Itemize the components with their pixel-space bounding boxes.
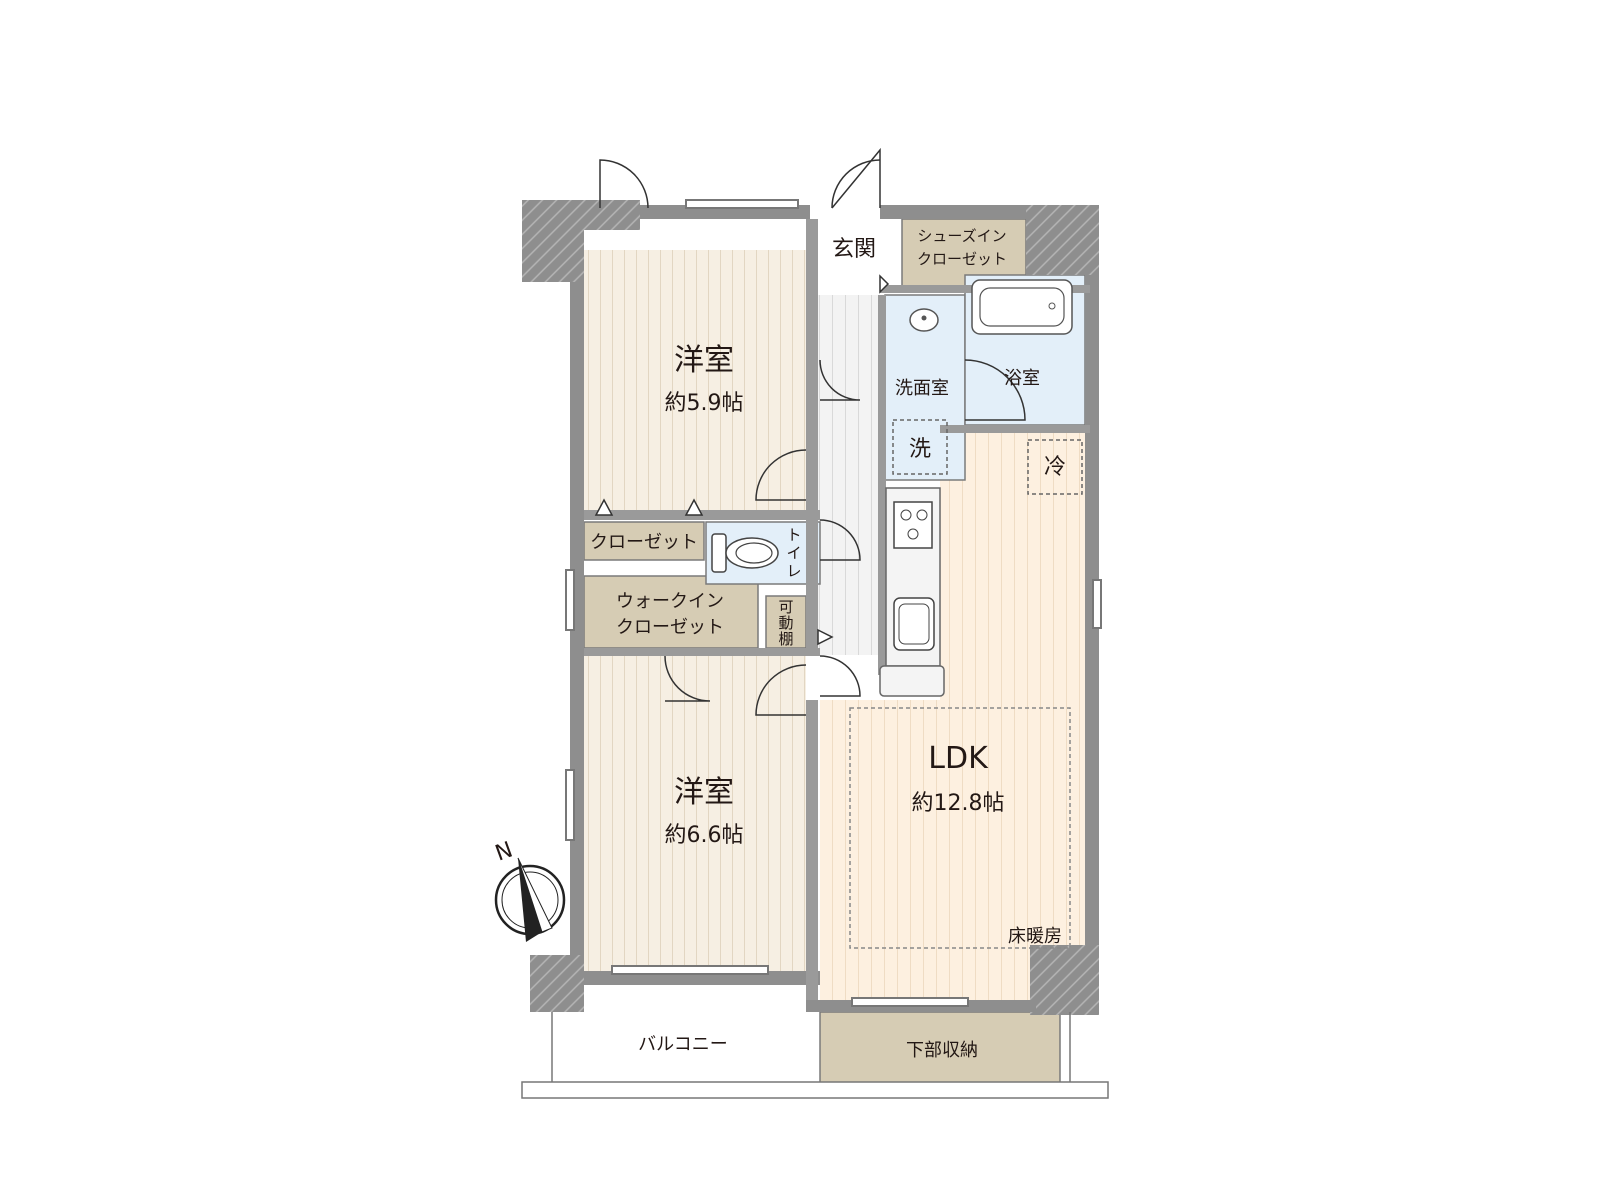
toilet-label-1: ト — [786, 526, 801, 544]
western-room-2-name: 洋室 — [674, 775, 734, 810]
windows — [565, 199, 1102, 1007]
walk-in-closet-label-1: ウォークイン — [616, 591, 724, 612]
closet-label: クローゼット — [590, 532, 698, 553]
entrance-floor — [818, 219, 890, 295]
movable-shelf-label-2: 動 — [778, 614, 793, 632]
hallway-floor — [818, 295, 878, 655]
entrance-label: 玄関 — [832, 237, 876, 262]
toilet-label-2: イ — [786, 544, 801, 562]
shoes-in-closet-label-1: シューズイン — [917, 227, 1006, 245]
sink-icon — [893, 597, 935, 651]
floor-heating-area — [849, 707, 1071, 949]
door-markers — [594, 274, 890, 646]
under-storage — [819, 1011, 1061, 1087]
movable-shelf-label-3: 棚 — [778, 630, 793, 648]
western-room-1-floor — [584, 250, 806, 510]
wash-basin-icon — [909, 308, 939, 332]
fridge-label: 冷 — [1044, 455, 1066, 480]
balcony — [521, 1012, 1109, 1099]
fridge-space — [1027, 439, 1083, 495]
washer-space — [892, 419, 948, 475]
floor-heating-label: 床暖房 — [1008, 926, 1062, 947]
compass-icon: N — [492, 838, 566, 942]
walk-in-closet — [583, 575, 759, 649]
western-room-1-size: 約5.9帖 — [665, 391, 744, 416]
ldk-floor — [820, 432, 1085, 1000]
kitchen-counter — [879, 487, 945, 697]
washer-label: 洗 — [909, 437, 931, 462]
compass-north-label: N — [492, 838, 516, 867]
walk-in-closet-label-2: クローゼット — [616, 617, 724, 638]
closet — [583, 521, 705, 561]
ldk-name: LDK — [928, 741, 989, 776]
western-room-2-floor — [584, 656, 806, 971]
ldk-size: 約12.8帖 — [912, 791, 1005, 816]
washroom-label: 洗面室 — [895, 378, 949, 399]
balcony-label: バルコニー — [638, 1034, 728, 1055]
bathroom-label: 浴室 — [1004, 368, 1040, 389]
shoes-in-closet-label-2: クローゼット — [917, 250, 1007, 268]
under-storage-label: 下部収納 — [906, 1040, 978, 1061]
doors — [599, 147, 1026, 716]
movable-shelf-label-1: 可 — [778, 598, 793, 616]
western-room-2-size: 約6.6帖 — [665, 823, 744, 848]
bathtub-icon — [971, 279, 1073, 335]
western-room-1-name: 洋室 — [674, 343, 734, 378]
toilet-icon — [711, 533, 779, 573]
stove-icon — [893, 501, 933, 549]
toilet-label-3: レ — [786, 562, 801, 580]
